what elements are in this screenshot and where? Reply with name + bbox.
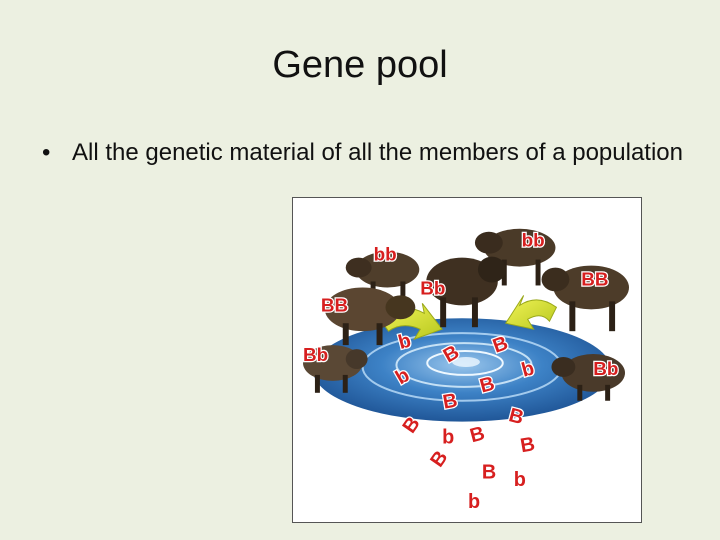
bullet-dot: • — [42, 139, 51, 166]
allele-letter: B — [482, 461, 496, 483]
allele-letter: B — [490, 332, 511, 358]
boar-Bb-right: Bb — [551, 354, 626, 401]
allele-letter: b — [442, 426, 454, 448]
genotype-label: Bb — [593, 359, 618, 380]
genotype-label: Bb — [420, 278, 445, 299]
bullet-item: • All the genetic material of all the me… — [42, 136, 692, 170]
boar-BB-left: BB — [320, 287, 416, 346]
allele-letter: B — [478, 373, 498, 398]
allele-letter: B — [468, 422, 488, 447]
gene-pool-illustration: bb bb BB BB Bb — [292, 197, 642, 523]
genotype-label: Bb — [303, 345, 328, 366]
genotype-label: bb — [374, 245, 397, 266]
genotype-label: bb — [522, 231, 545, 252]
allele-letter: b — [468, 491, 480, 513]
boar-bb-right: bb — [474, 228, 556, 286]
allele-letter: B — [426, 447, 452, 471]
allele-letter: B — [506, 404, 526, 429]
bullet-text: All the genetic material of all the memb… — [72, 139, 684, 166]
slide-title: Gene pool — [272, 44, 448, 86]
boar-BB-right: BB — [541, 265, 629, 332]
boar-bb-left: bb — [345, 243, 420, 304]
allele-letter: b — [514, 469, 526, 491]
gene-pool-svg: bb bb BB BB Bb — [302, 228, 629, 514]
allele-letter: B — [519, 433, 537, 457]
boar-Bb-left: Bb — [302, 344, 368, 393]
yellow-arrow-right — [504, 295, 558, 330]
genotype-label: BB — [321, 295, 348, 316]
allele-letter: B — [441, 389, 459, 413]
boar-Bb-center: Bb — [419, 256, 506, 328]
genotype-label: BB — [581, 269, 608, 290]
